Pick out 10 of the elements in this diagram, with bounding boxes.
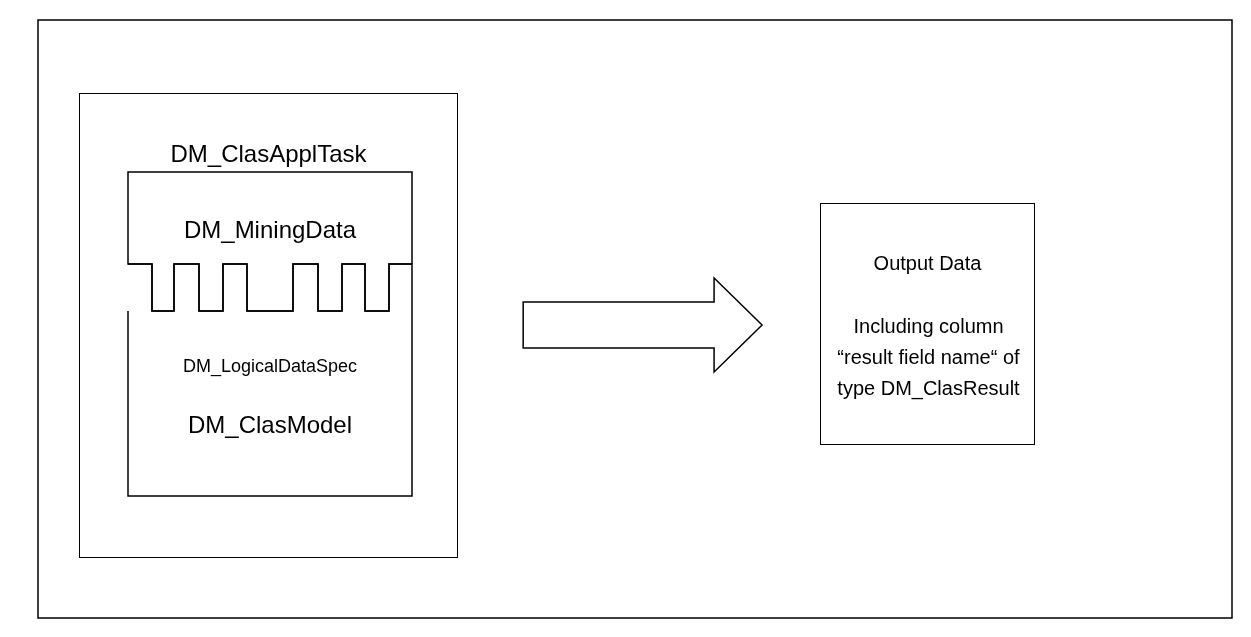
output-box: [820, 203, 1035, 445]
piece-label: DM_LogicalDataSpec: [181, 355, 359, 377]
block-arrow: [522, 276, 764, 374]
container-box: [79, 93, 458, 558]
puzzle-piece: [128, 264, 412, 496]
box-description: Including column “result field name“ of type DM_ClasResult: [836, 314, 1021, 402]
piece-label: DM_MiningData: [182, 214, 358, 244]
box-heading: DM_ClasApplTask: [169, 138, 368, 168]
box-heading: Output Data: [872, 251, 983, 275]
piece-label: DM_ClasModel: [186, 409, 354, 439]
